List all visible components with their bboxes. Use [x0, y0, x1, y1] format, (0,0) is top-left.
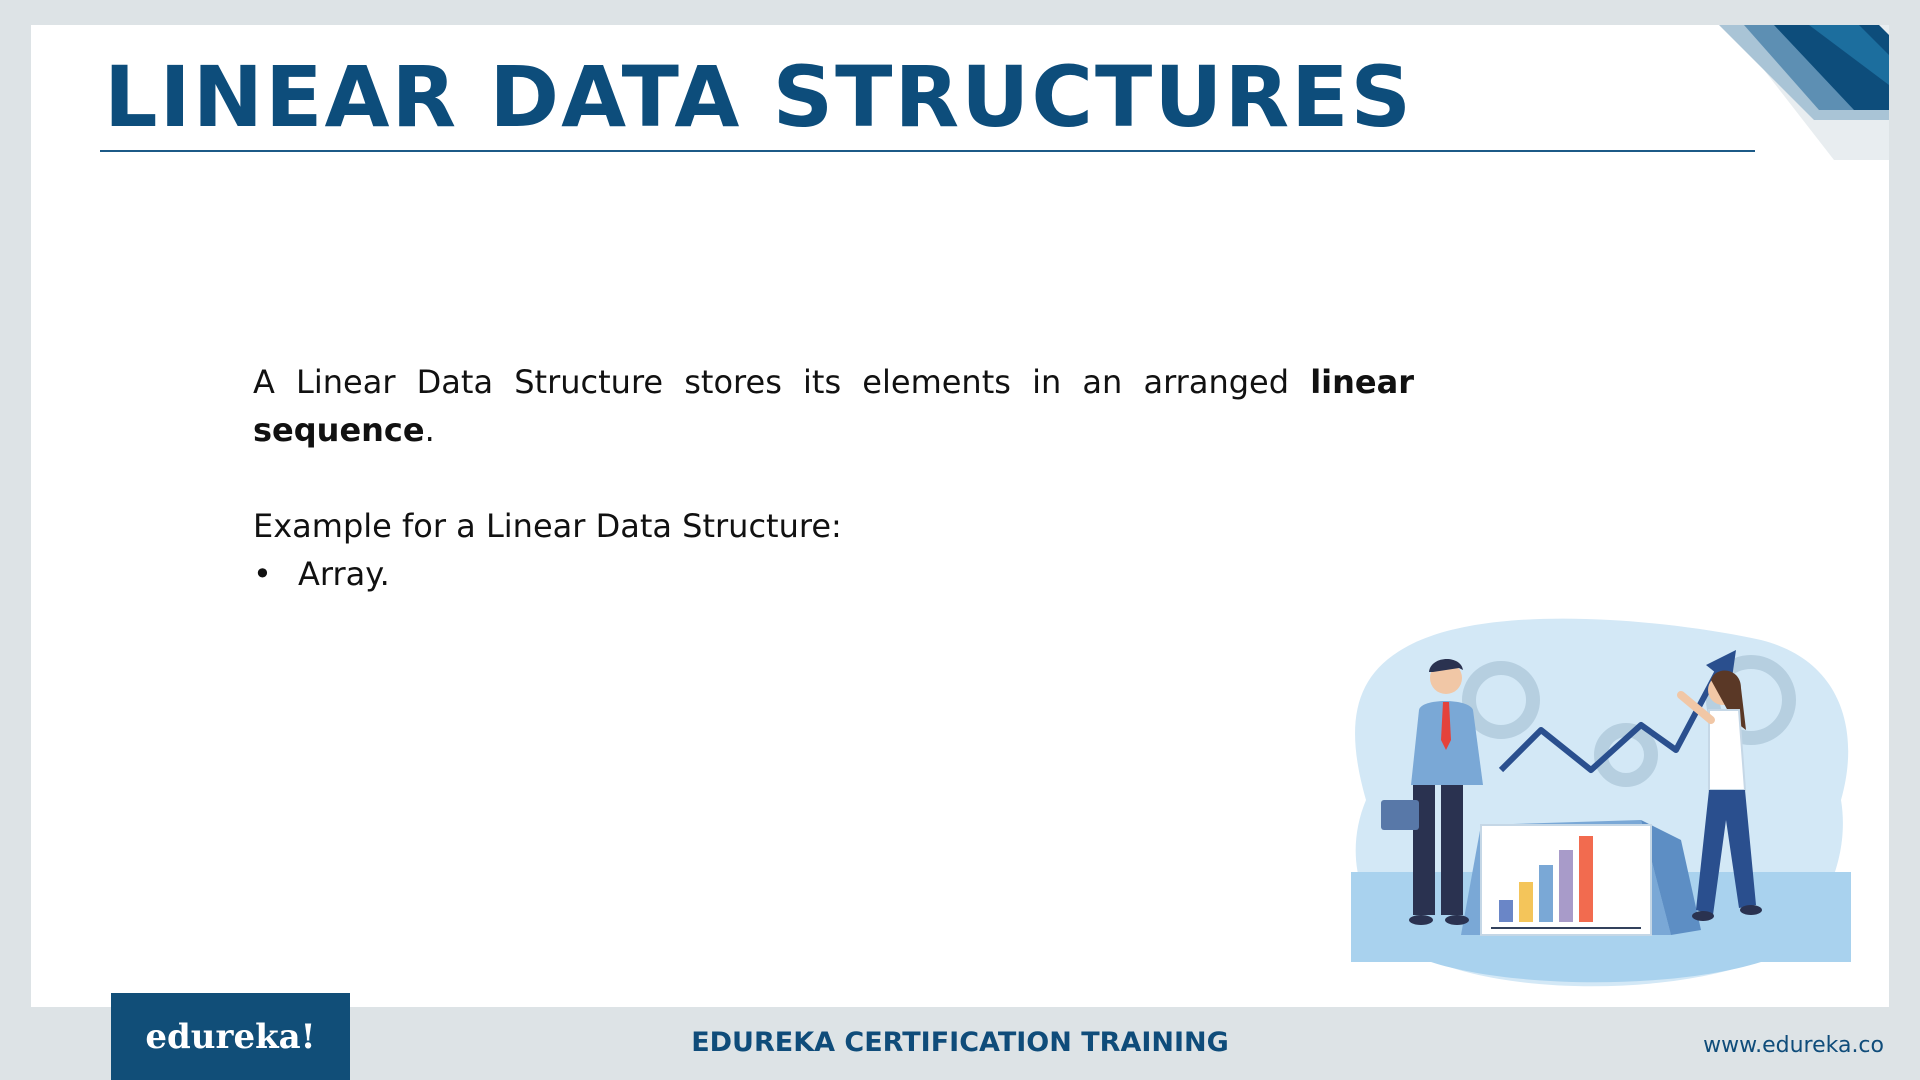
edureka-logo: edureka! [111, 993, 350, 1080]
slide-title: LINEAR DATA STRUCTURES [104, 48, 1414, 146]
example-label: Example for a Linear Data Structure: [253, 507, 842, 545]
footer-training-label: EDUREKA CERTIFICATION TRAINING [691, 1027, 1229, 1058]
slide-content: A Linear Data Structure stores its eleme… [253, 358, 1414, 598]
definition-text: A Linear Data Structure stores its eleme… [253, 363, 1311, 401]
example-list: • Array. [253, 550, 1414, 598]
list-item: • Array. [253, 550, 1414, 598]
bullet-marker: • [253, 555, 272, 593]
list-item-text: Array. [298, 555, 390, 593]
corner-stripes-graphic [1719, 25, 1889, 160]
definition-paragraph: A Linear Data Structure stores its eleme… [253, 358, 1414, 454]
footer-website: www.edureka.co [1703, 1033, 1884, 1058]
slide: LINEAR DATA STRUCTURES A Linear Data Str… [31, 25, 1889, 1007]
definition-bold: linear sequence [253, 363, 1414, 449]
business-growth-illustration [1351, 618, 1851, 987]
title-underline [100, 150, 1755, 152]
definition-period: . [424, 411, 435, 449]
